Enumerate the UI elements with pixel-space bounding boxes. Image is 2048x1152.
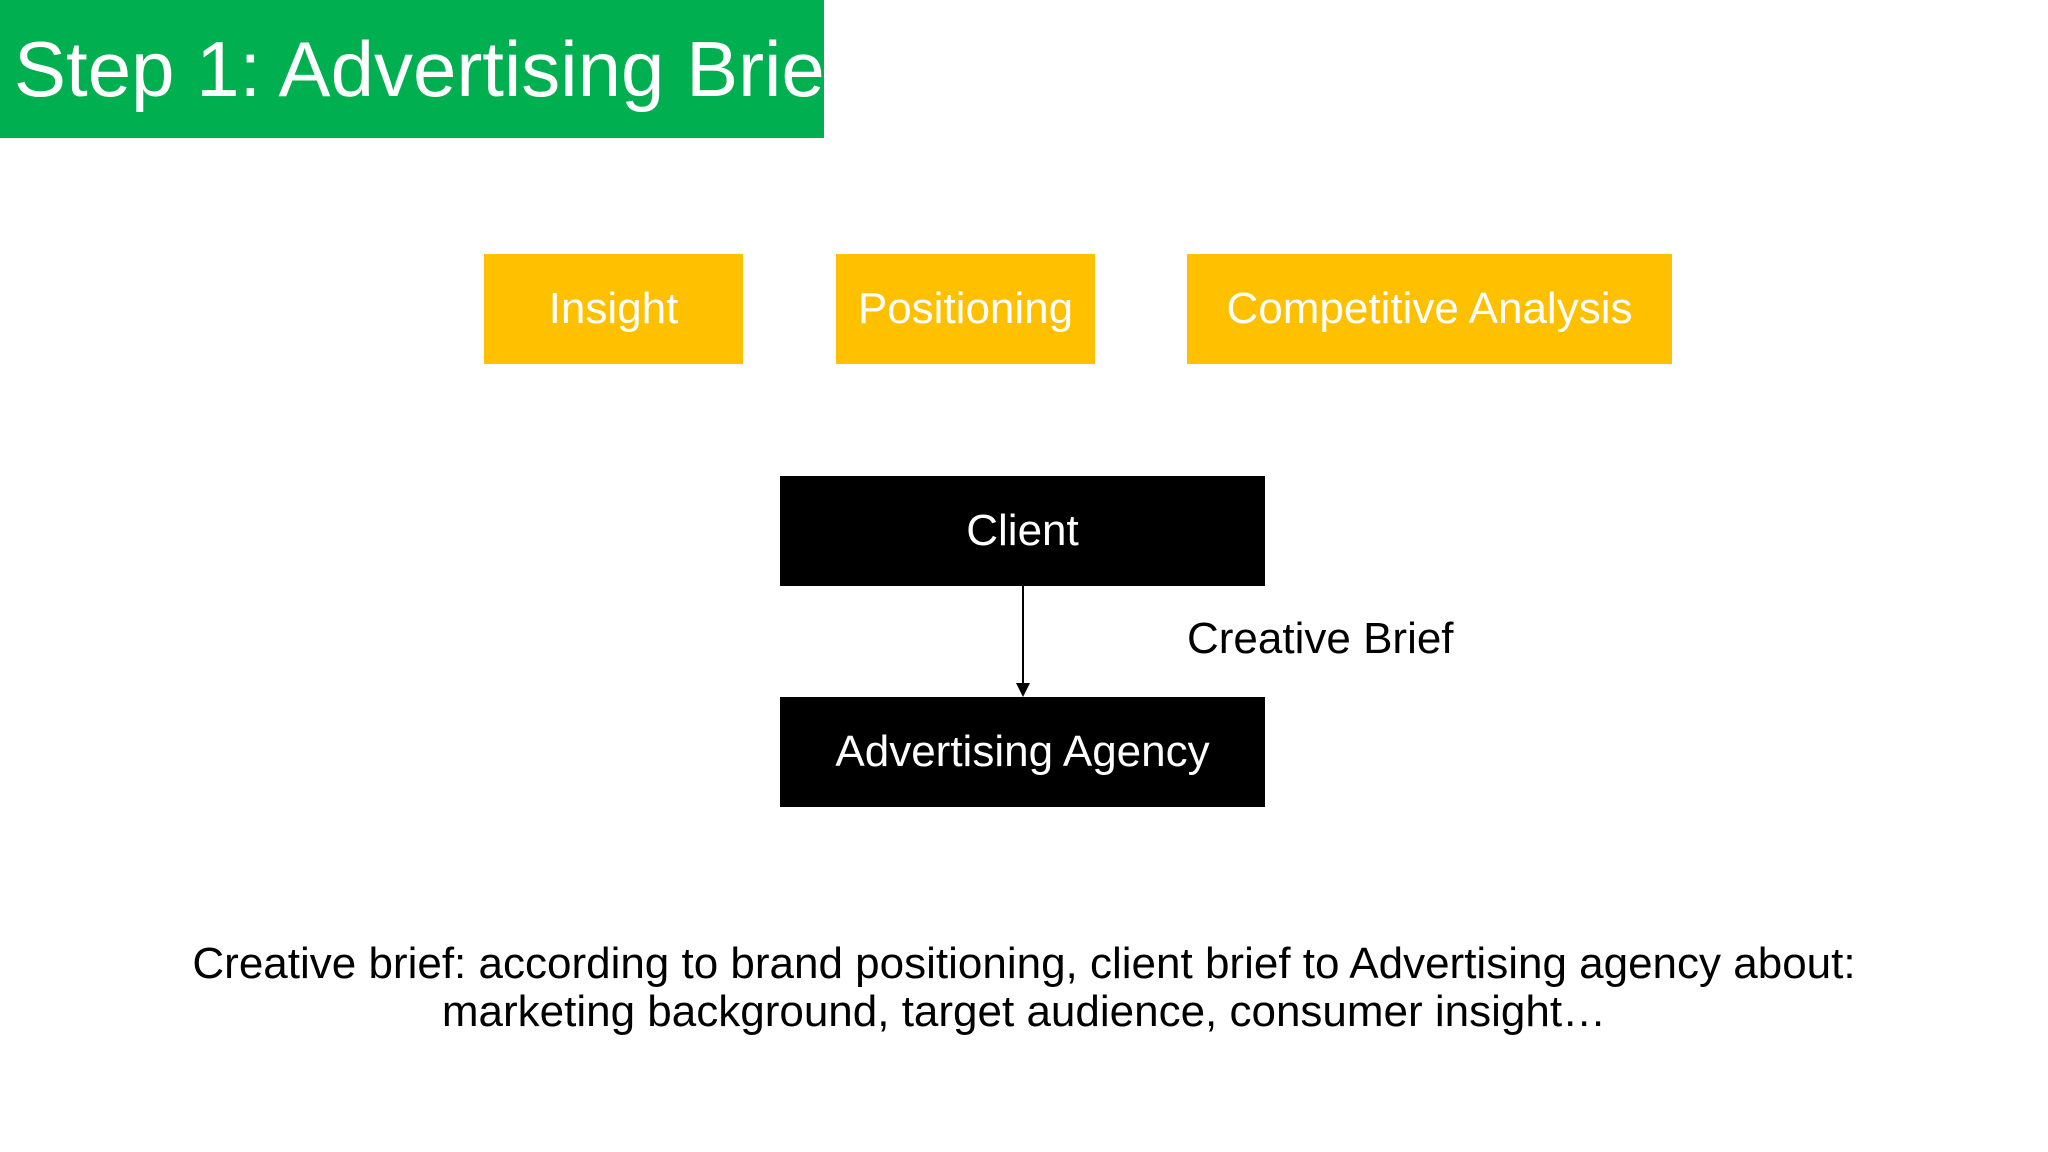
client-label: Client (966, 506, 1079, 555)
concept-label: Positioning (857, 284, 1074, 333)
concept-box-positioning: Positioning (836, 254, 1095, 364)
agency-label: Advertising Agency (835, 727, 1210, 776)
concept-label: Competitive Analysis (1226, 284, 1633, 333)
client-box: Client (780, 476, 1265, 586)
concept-label: Insight (548, 284, 679, 333)
concept-box-insight: Insight (484, 254, 743, 364)
slide-caption: Creative brief: according to brand posit… (0, 940, 2048, 1036)
caption-line-1: Creative brief: according to brand posit… (192, 939, 1856, 988)
slide-title-banner: Step 1: Advertising Brief (0, 0, 846, 138)
concept-box-competitive-analysis: Competitive Analysis (1187, 254, 1672, 364)
slide-title: Step 1: Advertising Brief (14, 25, 847, 113)
creative-brief-label: Creative Brief (1187, 614, 1454, 663)
caption-line-2: marketing background, target audience, c… (441, 987, 1607, 1036)
arrow-head (1016, 683, 1030, 697)
advertising-agency-box: Advertising Agency (780, 697, 1265, 807)
